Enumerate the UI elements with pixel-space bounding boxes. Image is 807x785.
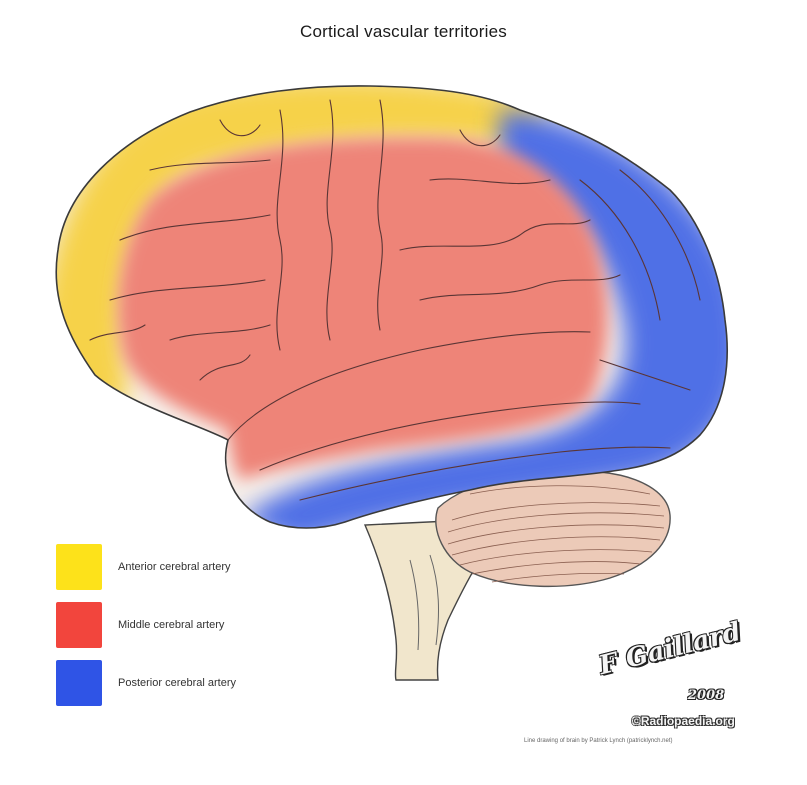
anterior-territory	[56, 85, 540, 420]
legend-item-anterior: Anterior cerebral artery	[56, 544, 236, 590]
cerebrum	[55, 85, 728, 529]
legend: Anterior cerebral artery Middle cerebral…	[56, 544, 236, 718]
illustration-credit: Line drawing of brain by Patrick Lynch (…	[524, 738, 673, 744]
legend-swatch-anterior	[56, 544, 102, 590]
legend-item-posterior: Posterior cerebral artery	[56, 660, 236, 706]
cerebellum	[435, 470, 671, 588]
legend-label-posterior: Posterior cerebral artery	[118, 677, 236, 689]
brainstem	[363, 519, 481, 681]
signature-year: 2008	[688, 688, 725, 703]
legend-swatch-posterior	[56, 660, 102, 706]
middle-territory	[118, 137, 608, 480]
diagram-title: Cortical vascular territories	[299, 22, 508, 41]
legend-label-middle: Middle cerebral artery	[118, 619, 225, 631]
gyri-lines	[89, 99, 701, 501]
legend-swatch-middle	[56, 602, 102, 648]
legend-item-middle: Middle cerebral artery	[56, 602, 236, 648]
legend-label-anterior: Anterior cerebral artery	[118, 561, 231, 573]
copyright-text: ©Radiopaedia.org	[632, 714, 735, 728]
